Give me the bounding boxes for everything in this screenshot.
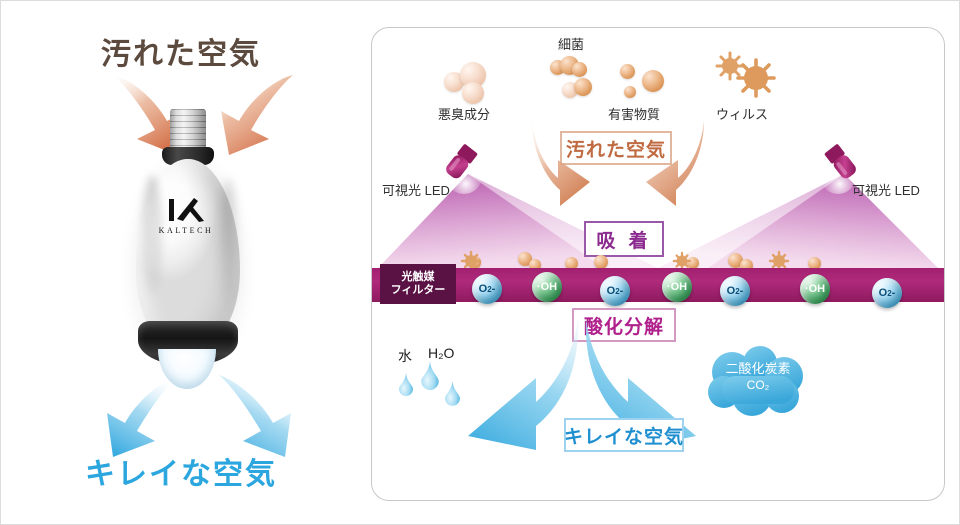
tag-clean-air: キレイな空気 bbox=[564, 418, 684, 452]
co2-cloud-icon bbox=[702, 346, 814, 424]
contaminant-odor-spheres bbox=[444, 62, 504, 106]
dirty-air-inflow-arrow-left-icon bbox=[109, 73, 195, 159]
contaminant-harmful-label: 有害物質 bbox=[608, 107, 661, 122]
kaltech-wordmark: KALTECH bbox=[158, 226, 214, 235]
visible-light-led-right-label: 可視光 LED bbox=[852, 183, 920, 198]
product-photo-panel: 汚れた空気 bbox=[1, 1, 361, 524]
filter-label-line1: 光触媒 bbox=[401, 271, 435, 283]
kaltech-logo: KALTECH bbox=[134, 195, 238, 235]
co2-cloud-text: 二酸化炭素 CO₂ bbox=[702, 360, 814, 394]
visible-light-led-left-label: 可視光 LED bbox=[382, 183, 450, 198]
contaminant-harmful-spheres bbox=[620, 60, 676, 108]
clean-air-outflow-arrow-right-icon bbox=[213, 373, 299, 459]
adsorbed-particles-row bbox=[372, 250, 944, 272]
clean-air-arrow-left-icon bbox=[462, 318, 582, 450]
dirty-air-inflow-arrow-right-icon bbox=[211, 73, 297, 159]
molecule-oh-radical: ·OH bbox=[662, 272, 692, 302]
co2-label: 二酸化炭素 bbox=[725, 361, 791, 376]
co2-formula: CO₂ bbox=[746, 378, 770, 392]
dirty-air-arrow-left-icon bbox=[530, 120, 596, 206]
water-droplet-icon bbox=[398, 372, 414, 396]
tag-dirty-air: 汚れた空気 bbox=[560, 131, 672, 165]
left-dirty-air-title: 汚れた空気 bbox=[101, 38, 261, 71]
bulb-screw-base bbox=[170, 109, 206, 151]
kaltech-bulb-product: KALTECH bbox=[134, 109, 242, 399]
visible-light-led-left-icon bbox=[434, 140, 488, 194]
clean-air-outflow-arrow-left-icon bbox=[99, 373, 185, 459]
dirty-air-arrow-right-icon bbox=[640, 120, 706, 206]
kaltech-k-mark-icon bbox=[169, 198, 204, 222]
water-formula: H₂O bbox=[428, 345, 455, 361]
contaminant-bacteria-label: 細菌 bbox=[558, 37, 585, 52]
photocatalyst-filter-label: 光触媒 フィルター bbox=[380, 264, 456, 304]
molecule-oh-radical: ·OH bbox=[532, 272, 562, 302]
water-droplet-icon bbox=[444, 380, 461, 406]
molecule-oh-radical: ·OH bbox=[800, 274, 830, 304]
tag-adsorption: 吸 着 bbox=[584, 221, 664, 257]
filter-label-line2: フィルター bbox=[390, 284, 446, 296]
photocatalyst-filter-bar bbox=[372, 268, 944, 302]
water-label: 水 bbox=[398, 348, 412, 364]
bulb-neck bbox=[162, 147, 214, 165]
contaminant-virus-label: ウィルス bbox=[716, 107, 769, 122]
clean-air-arrow-right-icon bbox=[582, 318, 702, 450]
water-droplet-icon bbox=[420, 360, 440, 390]
contaminant-odor-label: 悪臭成分 bbox=[438, 107, 491, 122]
purification-process-diagram: 悪臭成分 細菌 有害物質 bbox=[371, 27, 945, 501]
visible-light-led-right-icon bbox=[814, 140, 868, 194]
contaminant-virus-shapes bbox=[714, 50, 776, 104]
contaminant-bacteria-spheres bbox=[550, 56, 606, 112]
bulb-body bbox=[136, 159, 240, 351]
left-clean-air-title: キレイな空気 bbox=[85, 458, 277, 491]
